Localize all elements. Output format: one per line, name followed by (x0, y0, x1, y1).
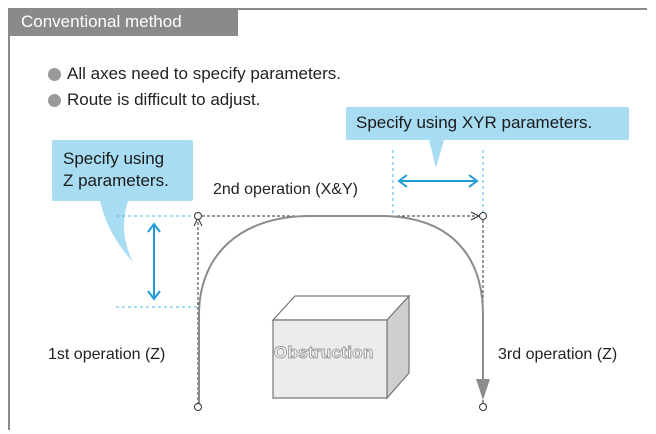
route-arrowhead-icon (476, 379, 490, 400)
label-op3: 3rd operation (Z) (498, 346, 618, 363)
panel-title: Conventional method (8, 8, 238, 36)
bullet-item-parameters: All axes need to specify parameters. (48, 64, 341, 84)
label-op2: 2nd operation (X&Y) (213, 181, 358, 198)
bullet-dot-icon (48, 93, 61, 107)
waypoint-top-left (194, 212, 202, 220)
callout-xyr-parameters: Specify using XYR parameters. (346, 107, 629, 140)
xy-range-arrow (397, 174, 479, 188)
z-range-arrow (147, 222, 161, 301)
waypoint-end (479, 403, 487, 411)
bullet-text: Route is difficult to adjust. (67, 90, 261, 109)
panel-frame (8, 8, 647, 430)
waypoint-start (194, 403, 202, 411)
callout-z-line2: Z parameters. (63, 171, 169, 190)
waypoint-top-right (479, 212, 487, 220)
callout-z-tail (100, 201, 133, 262)
actual-route (198, 215, 484, 405)
callout-xyr-tail (429, 140, 444, 168)
callout-z-line1: Specify using (63, 149, 165, 168)
label-op1: 1st operation (Z) (48, 346, 166, 363)
bullet-text: All axes need to specify parameters. (67, 64, 342, 83)
bullet-dot-icon (48, 67, 61, 81)
obstruction-cube-icon (271, 294, 411, 400)
obstruction-label: Obstruction (274, 343, 374, 363)
callout-z-parameters: Specify using Z parameters. (52, 140, 193, 201)
bullet-item-route: Route is difficult to adjust. (48, 90, 260, 110)
